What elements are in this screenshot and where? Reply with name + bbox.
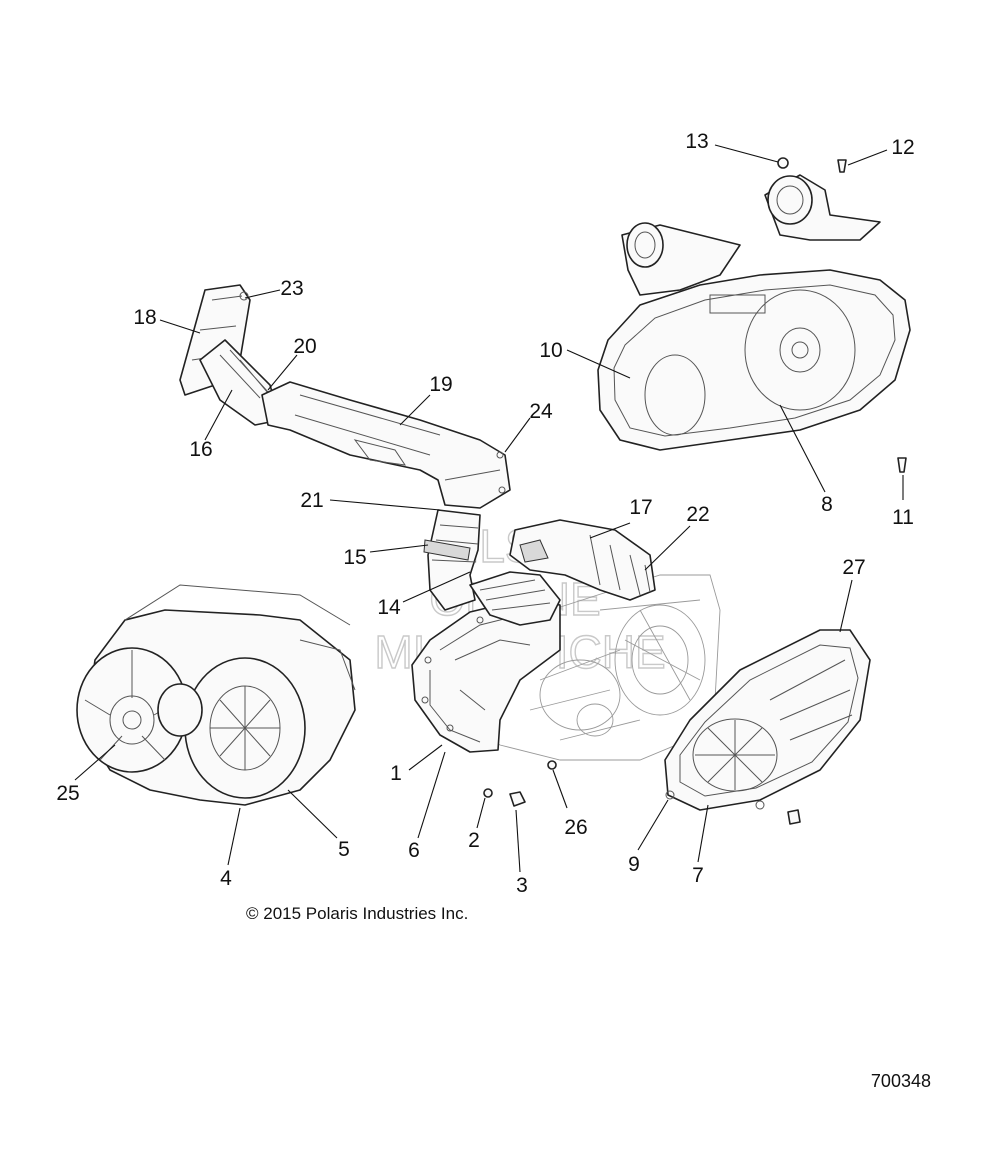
outlet-duct bbox=[509, 519, 656, 601]
callout-20: 20 bbox=[293, 335, 316, 358]
bolt-11 bbox=[897, 457, 907, 473]
callout-17: 17 bbox=[629, 496, 652, 519]
callout-2: 2 bbox=[468, 829, 480, 852]
callout-11: 11 bbox=[892, 506, 914, 529]
callout-3: 3 bbox=[516, 874, 528, 897]
callout-12: 12 bbox=[891, 136, 914, 159]
callout-5: 5 bbox=[338, 838, 350, 861]
intake-snorkel bbox=[179, 284, 281, 426]
callout-13: 13 bbox=[685, 130, 708, 153]
callout-9: 9 bbox=[628, 853, 640, 876]
diagram-number: 700348 bbox=[871, 1071, 931, 1091]
callout-10: 10 bbox=[539, 339, 562, 362]
callout-1: 1 bbox=[390, 762, 402, 785]
copyright-notice: © 2015 Polaris Industries Inc. bbox=[246, 904, 468, 923]
bolt-26 bbox=[547, 760, 557, 770]
callout-18: 18 bbox=[133, 306, 156, 329]
callout-15: 15 bbox=[343, 546, 366, 569]
callout-7: 7 bbox=[692, 864, 704, 887]
leader-lines bbox=[74, 144, 904, 873]
washer-2 bbox=[483, 788, 493, 798]
callout-23: 23 bbox=[280, 277, 303, 300]
callout-27: 27 bbox=[842, 556, 865, 579]
fasteners bbox=[483, 157, 907, 825]
callout-25: 25 bbox=[56, 782, 79, 805]
callout-22: 22 bbox=[686, 503, 709, 526]
callout-21: 21 bbox=[300, 489, 323, 512]
callout-19: 19 bbox=[429, 373, 452, 396]
cover-ducts bbox=[621, 174, 881, 314]
callout-14: 14 bbox=[377, 596, 401, 619]
callout-24: 24 bbox=[529, 400, 553, 423]
main-intake-tube bbox=[261, 381, 511, 509]
callout-26: 26 bbox=[564, 816, 587, 839]
callout-labels: 1 2 3 4 5 6 7 8 9 10 11 12 13 14 15 16 1… bbox=[56, 130, 914, 897]
outer-clutch-cover bbox=[664, 629, 871, 811]
outer-cover-upper bbox=[597, 269, 911, 451]
nut-cover bbox=[787, 809, 801, 825]
nut-3 bbox=[509, 791, 526, 807]
callout-8: 8 bbox=[821, 493, 833, 516]
nut-13 bbox=[777, 157, 789, 169]
bolt-12 bbox=[837, 159, 847, 173]
drive-housing bbox=[76, 584, 356, 806]
callout-16: 16 bbox=[189, 438, 212, 461]
callout-4: 4 bbox=[220, 867, 232, 890]
callout-6: 6 bbox=[408, 839, 420, 862]
